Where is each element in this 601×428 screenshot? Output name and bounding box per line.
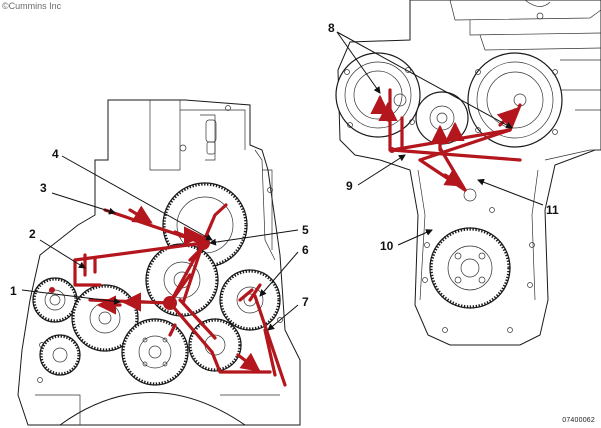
callout-5: 5: [302, 223, 309, 237]
figure-code: 07400062: [562, 417, 595, 424]
left-view-gear-train: [17, 99, 301, 426]
callout-6: 6: [302, 243, 309, 257]
oil-flow-left: [49, 203, 287, 387]
left-bore-housing: [335, 52, 421, 138]
callout-4: 4: [52, 147, 59, 161]
callout-2: 2: [29, 227, 36, 241]
right-bore-housing: [467, 52, 563, 148]
callout-11: 11: [546, 203, 559, 217]
callout-1: 1: [10, 284, 17, 298]
small-gear-lower-left: [39, 334, 81, 376]
front-housing-outline: [17, 99, 301, 426]
callout-10: 10: [380, 239, 394, 253]
oil-flow-right: [370, 88, 522, 192]
callout-8: 8: [328, 21, 335, 35]
callout-7: 7: [302, 295, 309, 309]
callout-leaders: [21, 31, 544, 331]
callout-9: 9: [346, 179, 353, 193]
copyright-text: ©Cummins Inc: [2, 1, 62, 11]
right-view-block: [335, 0, 601, 346]
callout-3: 3: [40, 181, 47, 195]
callout-labels: 1 2 3 4 5 6 7 8 9 10 11: [10, 21, 559, 309]
